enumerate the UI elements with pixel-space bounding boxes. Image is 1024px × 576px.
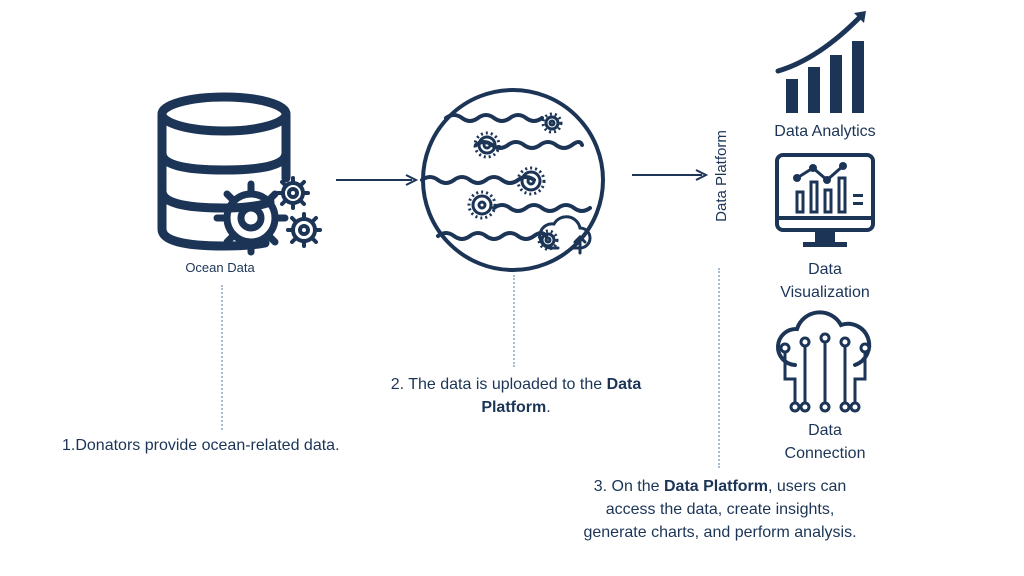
output-label-visualization-1: Data xyxy=(808,261,842,278)
step2-text: 2. The data is uploaded to the Data Plat… xyxy=(356,373,676,419)
step3-line1: 3. On the Data Platform, users can xyxy=(540,475,900,498)
dotted-connector-step1 xyxy=(221,285,223,430)
data-platform-vertical-label: Data Platform xyxy=(713,130,730,222)
output-label-visualization-2: Visualization xyxy=(780,284,870,301)
step3-text: 3. On the Data Platform, users can acces… xyxy=(540,475,900,544)
arrow-platform-to-outputs xyxy=(632,169,709,181)
ocean-waves-globe-icon xyxy=(420,88,605,272)
output-label-connection-2: Connection xyxy=(784,445,866,462)
step3-prefix: 3. On the xyxy=(593,478,664,495)
cloud-network-icon xyxy=(775,310,872,413)
step1-text: 1.Donators provide ocean-related data. xyxy=(62,437,340,454)
ocean-data-label: Ocean Data xyxy=(185,260,255,275)
step3-line2: access the data, create insights, xyxy=(605,501,835,518)
arrow-source-to-platform xyxy=(336,174,419,186)
dotted-connector-step2 xyxy=(513,275,515,367)
bar-chart-growth-icon xyxy=(775,11,866,113)
step3-bold: Data Platform xyxy=(663,478,769,495)
dotted-connector-step3 xyxy=(718,268,720,468)
step2-suffix: . xyxy=(546,399,551,416)
step3-line3: generate charts, and perform analysis. xyxy=(583,524,857,541)
output-label-connection-1: Data xyxy=(808,422,842,439)
database-gears-icon xyxy=(157,92,322,256)
monitor-chart-icon xyxy=(775,153,875,247)
step2-prefix: 2. The data is uploaded to the xyxy=(390,376,607,393)
step2-bold: Data Platform xyxy=(481,376,642,416)
output-label-analytics: Data Analytics xyxy=(774,123,876,140)
step3-suffix: , users can xyxy=(768,478,847,495)
